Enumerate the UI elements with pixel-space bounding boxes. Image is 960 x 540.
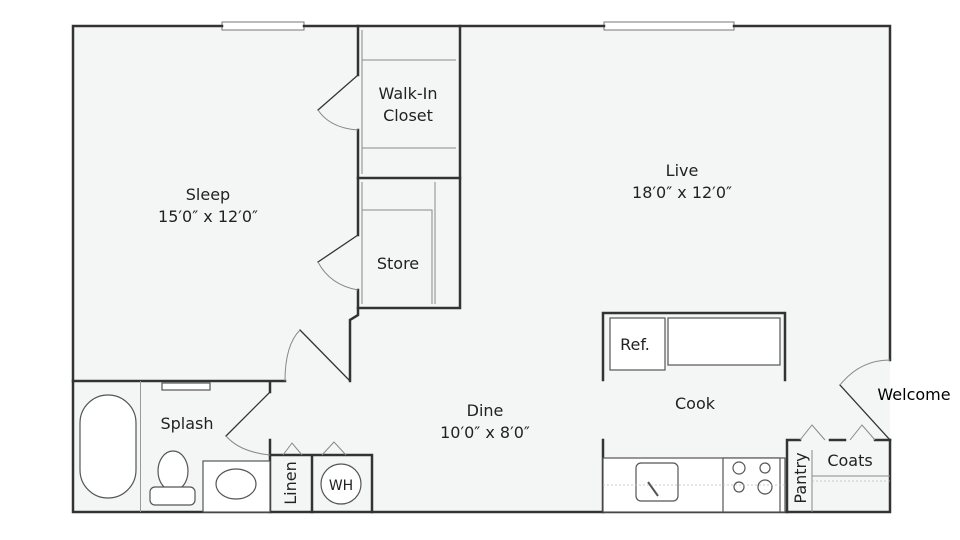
room-size-dine: 10′0″ x 8′0″: [440, 423, 530, 442]
window-live: [603, 21, 735, 31]
ref-label: Ref.: [620, 335, 650, 354]
kitchen-sink-icon: [635, 462, 679, 502]
window-sleep: [221, 21, 305, 31]
floor: [73, 26, 890, 512]
doors: [225, 74, 891, 456]
outer-walls: [71, 24, 892, 514]
bathtub-icon: [79, 394, 137, 499]
room-label-splash: Splash: [160, 414, 213, 433]
pantry-label: Pantry: [791, 452, 810, 503]
room-label-dine: Dine: [467, 401, 504, 420]
sink-icon: [202, 460, 271, 513]
room-label-closet-2: Closet: [383, 106, 433, 125]
room-label-cook: Cook: [675, 394, 716, 413]
upper-counter: [667, 317, 781, 366]
coats-label: Coats: [827, 451, 872, 470]
room-label-live: Live: [666, 161, 699, 180]
mirror-icon: [161, 382, 211, 391]
room-size-sleep: 15′0″ x 12′0″: [158, 207, 258, 226]
tub-wall: [140, 381, 141, 512]
room-label-store: Store: [377, 254, 419, 273]
refrigerator-icon: [609, 317, 666, 371]
room-label-sleep: Sleep: [186, 185, 230, 204]
room-size-live: 18′0″ x 12′0″: [632, 183, 732, 202]
wh-label: WH: [329, 478, 353, 494]
toilet-icon: [149, 450, 196, 506]
entry-label-welcome: Welcome: [877, 385, 950, 404]
room-label-closet-1: Walk-In: [379, 84, 438, 103]
linen-label: Linen: [281, 461, 300, 504]
water-heater-icon: [320, 463, 362, 505]
